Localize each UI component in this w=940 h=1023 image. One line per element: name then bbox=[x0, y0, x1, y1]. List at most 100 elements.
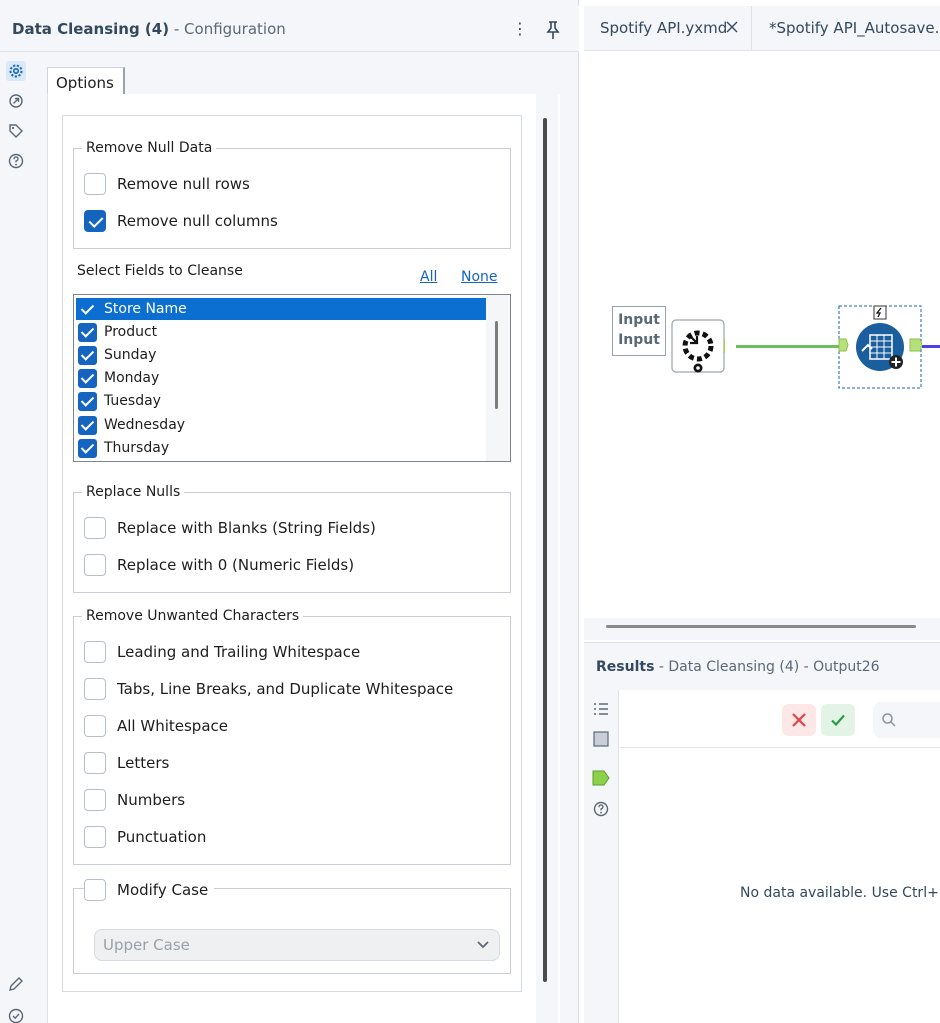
checkbox-checked-icon[interactable] bbox=[78, 300, 97, 319]
search-icon bbox=[882, 713, 896, 727]
checkbox-checked-icon[interactable] bbox=[78, 415, 97, 435]
results-title-label: Results bbox=[596, 659, 655, 675]
more-options-icon[interactable]: ⋮ bbox=[512, 19, 528, 38]
remove-null-rows-option[interactable]: Remove null rows bbox=[84, 172, 250, 196]
numbers-checkbox[interactable] bbox=[84, 789, 106, 811]
modify-case-group bbox=[73, 888, 511, 974]
input-annotation-line1: Input bbox=[618, 312, 660, 328]
chevron-down-icon[interactable] bbox=[475, 936, 491, 952]
list-item[interactable]: Sunday bbox=[76, 344, 486, 366]
replace-nulls-legend: Replace Nulls bbox=[82, 484, 185, 500]
tab-spotify-api[interactable]: Spotify API.yxmd bbox=[584, 6, 752, 51]
accept-button[interactable] bbox=[821, 704, 855, 736]
field-name: Wednesday bbox=[104, 417, 186, 433]
replace-with-zero-label: Replace with 0 (Numeric Fields) bbox=[117, 556, 355, 574]
fields-list[interactable]: Store Name Product Sunday Monday Tuesday… bbox=[73, 294, 511, 462]
all-whitespace-option[interactable]: All Whitespace bbox=[84, 714, 228, 738]
modify-case-label: Modify Case bbox=[117, 881, 209, 899]
leading-trailing-whitespace-label: Leading and Trailing Whitespace bbox=[117, 643, 361, 661]
remove-null-rows-label: Remove null rows bbox=[117, 175, 250, 193]
tabs-line-breaks-option[interactable]: Tabs, Line Breaks, and Duplicate Whitesp… bbox=[84, 677, 453, 701]
configuration-scroll-track[interactable] bbox=[536, 94, 558, 1023]
list-item[interactable]: Tuesday bbox=[76, 390, 486, 412]
checkbox-checked-icon[interactable] bbox=[78, 345, 97, 365]
tab-spotify-api-autosave[interactable]: *Spotify API_Autosave.yxmd bbox=[753, 6, 940, 51]
list-item[interactable]: Thursday bbox=[76, 437, 486, 459]
letters-checkbox[interactable] bbox=[84, 752, 106, 774]
select-none-link[interactable]: None bbox=[461, 269, 498, 285]
case-select[interactable]: Upper Case bbox=[94, 929, 500, 961]
tabs-line-breaks-checkbox[interactable] bbox=[84, 678, 106, 700]
all-whitespace-checkbox[interactable] bbox=[84, 715, 106, 737]
letters-option[interactable]: Letters bbox=[84, 751, 169, 775]
results-title: Results - Data Cleansing (4) - Output26 bbox=[596, 659, 880, 675]
replace-with-zero-checkbox[interactable] bbox=[84, 554, 106, 576]
configuration-title-suffix: - Configuration bbox=[173, 20, 286, 38]
canvas-scroll-area bbox=[584, 618, 940, 640]
checkbox-checked-icon[interactable] bbox=[78, 438, 97, 458]
replace-with-blanks-option[interactable]: Replace with Blanks (String Fields) bbox=[84, 516, 376, 540]
replace-nulls-group: Replace Nulls bbox=[73, 484, 511, 593]
remove-unwanted-characters-group: Remove Unwanted Characters bbox=[73, 608, 511, 865]
fields-list-scrollbar-thumb[interactable] bbox=[495, 321, 498, 409]
output-anchor-icon[interactable] bbox=[591, 768, 611, 788]
letters-label: Letters bbox=[117, 754, 170, 772]
tabs-line-breaks-label: Tabs, Line Breaks, and Duplicate Whitesp… bbox=[117, 680, 454, 698]
remove-unwanted-characters-legend: Remove Unwanted Characters bbox=[82, 608, 304, 624]
select-all-link[interactable]: All bbox=[420, 269, 438, 285]
table-icon[interactable] bbox=[591, 729, 611, 749]
tab-spotify-api-autosave-label: *Spotify API_Autosave.yxmd bbox=[769, 19, 940, 37]
field-name: Tuesday bbox=[104, 393, 161, 409]
output-connection[interactable] bbox=[922, 345, 940, 348]
modify-case-option[interactable]: Modify Case bbox=[84, 878, 215, 902]
numbers-option[interactable]: Numbers bbox=[84, 788, 185, 812]
annotation-icon[interactable] bbox=[6, 91, 26, 111]
configuration-title-tool: Data Cleansing (4) bbox=[12, 20, 170, 38]
input-tool-icon[interactable] bbox=[671, 319, 725, 373]
list-icon[interactable] bbox=[591, 699, 611, 719]
replace-with-zero-option[interactable]: Replace with 0 (Numeric Fields) bbox=[84, 553, 354, 577]
field-name: Store Name bbox=[104, 301, 187, 317]
canvas-horizontal-scrollbar[interactable] bbox=[606, 625, 916, 628]
tag-icon[interactable] bbox=[6, 121, 26, 141]
pin-icon[interactable] bbox=[543, 20, 563, 40]
reject-button[interactable] bbox=[782, 704, 816, 736]
check-circle-icon[interactable] bbox=[6, 1006, 26, 1023]
checkbox-checked-icon[interactable] bbox=[78, 368, 97, 388]
replace-with-blanks-label: Replace with Blanks (String Fields) bbox=[117, 519, 376, 537]
list-item[interactable]: Product bbox=[76, 321, 486, 343]
remove-null-columns-checkbox[interactable] bbox=[84, 210, 106, 232]
results-header: Results - Data Cleansing (4) - Output26 bbox=[584, 642, 940, 690]
list-item[interactable]: Store Name bbox=[76, 298, 486, 320]
replace-with-blanks-checkbox[interactable] bbox=[84, 517, 106, 539]
checkbox-checked-icon[interactable] bbox=[78, 391, 97, 411]
leading-trailing-whitespace-checkbox[interactable] bbox=[84, 641, 106, 663]
modify-case-checkbox[interactable] bbox=[84, 879, 106, 901]
select-fields-label: Select Fields to Cleanse bbox=[77, 263, 243, 279]
tab-options[interactable]: Options bbox=[47, 67, 125, 95]
punctuation-label: Punctuation bbox=[117, 828, 207, 846]
list-item[interactable]: Monday bbox=[76, 367, 486, 389]
configuration-scrollbar-thumb[interactable] bbox=[543, 118, 547, 982]
gear-icon[interactable] bbox=[6, 61, 26, 81]
results-search-input[interactable] bbox=[873, 702, 940, 738]
remove-null-columns-option[interactable]: Remove null columns bbox=[84, 209, 278, 233]
list-item[interactable]: Wednesday bbox=[76, 414, 486, 436]
field-name: Sunday bbox=[104, 347, 157, 363]
punctuation-option[interactable]: Punctuation bbox=[84, 825, 206, 849]
tab-spotify-api-label: Spotify API.yxmd bbox=[600, 19, 728, 37]
field-name: Thursday bbox=[104, 440, 170, 456]
workflow-connection[interactable] bbox=[736, 345, 840, 348]
punctuation-checkbox[interactable] bbox=[84, 826, 106, 848]
leading-trailing-whitespace-option[interactable]: Leading and Trailing Whitespace bbox=[84, 640, 360, 664]
help-icon[interactable] bbox=[6, 151, 26, 171]
fields-list-scroll-track[interactable] bbox=[486, 295, 510, 461]
remove-null-rows-checkbox[interactable] bbox=[84, 173, 106, 195]
help-icon[interactable] bbox=[591, 799, 611, 819]
data-cleansing-tool-icon[interactable] bbox=[838, 305, 922, 389]
close-icon[interactable] bbox=[726, 21, 738, 33]
input-annotation: Input Input bbox=[612, 306, 666, 356]
pencil-icon[interactable] bbox=[6, 974, 26, 994]
remove-null-columns-label: Remove null columns bbox=[117, 212, 278, 230]
checkbox-checked-icon[interactable] bbox=[78, 322, 97, 342]
